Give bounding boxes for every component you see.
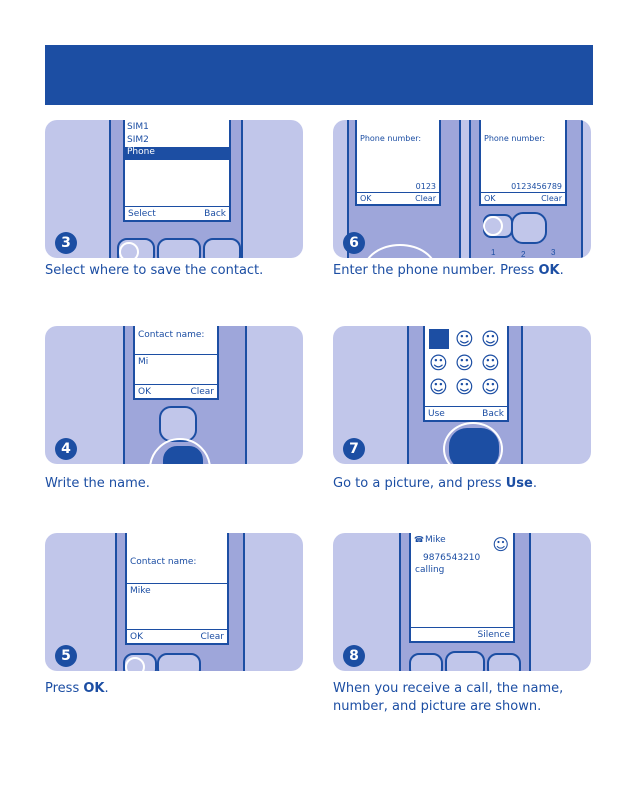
contact-name-label: Contact name: (130, 557, 197, 567)
face-icon[interactable]: ☺ (481, 377, 500, 398)
left-softkey[interactable]: OK (484, 194, 496, 203)
keypad-key-2[interactable]: 2 (521, 250, 526, 258)
step-number: 5 (55, 645, 77, 667)
highlight-circle (483, 216, 503, 236)
step-6-caption: Enter the phone number. Press OK. (333, 262, 564, 280)
picture-cell-selected[interactable] (429, 329, 449, 349)
softkey-bar: OK Clear (481, 192, 565, 204)
face-icon[interactable]: ☺ (455, 353, 474, 374)
phone-screen: Contact name: Mi OK Clear (133, 326, 219, 400)
softkey-bar: OK Clear (135, 384, 217, 398)
caption-text-end: . (559, 263, 564, 278)
softkey-bar: Use Back (425, 406, 507, 420)
phone-screen: SIM1 SIM2 Phone Select Back (123, 120, 231, 222)
softkey-bar: OK Clear (127, 629, 227, 643)
field-divider (127, 583, 227, 584)
right-select-key[interactable] (487, 653, 521, 671)
softkey-bar: Select Back (125, 206, 229, 220)
caller-number: 9876543210 (423, 553, 481, 563)
navi-key[interactable] (157, 653, 201, 671)
caption-text: Go to a picture, and press (333, 476, 506, 491)
face-icon[interactable]: ☺ (481, 353, 500, 374)
softkey-bar: OK Clear (357, 192, 439, 204)
field-divider (135, 354, 217, 355)
step-8-caption: When you receive a call, the name, numbe… (333, 681, 564, 714)
step-number: 3 (55, 232, 77, 254)
left-softkey[interactable]: OK (138, 387, 151, 397)
right-select-key[interactable] (203, 238, 241, 258)
step-4-panel: Contact name: Mi OK Clear 4 (45, 326, 303, 464)
caption-text-end: . (104, 681, 109, 696)
step-5-panel: Contact name: Mike OK Clear 5 (45, 533, 303, 671)
caller-name: Mike (425, 535, 446, 545)
softkey-bar: Silence (411, 627, 513, 641)
menu-item-phone-selected[interactable]: Phone (125, 147, 229, 160)
step-7-caption: Go to a picture, and press Use. (333, 475, 537, 493)
right-softkey[interactable]: Back (482, 409, 504, 419)
phone-icon: ☎ (414, 535, 424, 544)
left-softkey[interactable]: Use (428, 409, 445, 419)
menu-item-sim1[interactable]: SIM1 (127, 122, 149, 132)
contact-name-value[interactable]: Mi (138, 357, 149, 367)
navi-key[interactable] (445, 651, 485, 671)
step-8-panel: ☎ Mike ☺ 9876543210 calling Silence 8 (333, 533, 591, 671)
step-number: 8 (343, 645, 365, 667)
phone-number-value[interactable]: 0123456789 (511, 182, 562, 191)
step-number: 4 (55, 438, 77, 460)
step-number: 6 (343, 232, 365, 254)
caption-text-end: . (532, 476, 537, 491)
left-softkey[interactable]: OK (130, 632, 143, 642)
right-softkey[interactable]: Clear (200, 632, 224, 642)
right-softkey[interactable]: Clear (190, 387, 214, 397)
phone-number-label: Phone number: (484, 134, 546, 143)
left-softkey[interactable]: OK (360, 194, 372, 203)
step-6-panel: Phone number: 0123 OK Clear Phone number… (333, 120, 591, 258)
caption-bold: OK (83, 681, 105, 696)
contact-name-value[interactable]: Mike (130, 586, 151, 596)
picture-grid-screen: ☺ ☺ ☺ ☺ ☺ ☺ ☺ ☺ Use Back (423, 326, 509, 422)
contact-name-label: Contact name: (138, 330, 205, 340)
caption-bold: Use (505, 476, 533, 491)
phone-number-value[interactable]: 0123 (415, 182, 436, 191)
step-4-caption: Write the name. (45, 476, 150, 491)
step-5-caption: Press OK. (45, 680, 109, 698)
navi-key[interactable] (511, 212, 547, 244)
face-icon[interactable]: ☺ (429, 377, 448, 398)
face-icon[interactable]: ☺ (455, 377, 474, 398)
navi-key[interactable] (157, 238, 201, 258)
caption-text: Enter the phone number. Press (333, 263, 539, 278)
step-3-caption: Select where to save the contact. (45, 263, 264, 278)
call-status: calling (415, 565, 445, 575)
phone-screen-b: Phone number: 0123456789 OK Clear (479, 120, 567, 206)
left-select-key[interactable] (409, 653, 443, 671)
face-icon[interactable]: ☺ (429, 353, 448, 374)
right-softkey[interactable]: Back (204, 209, 226, 219)
phone-screen: Contact name: Mike OK Clear (125, 533, 229, 645)
highlight-circle (119, 242, 139, 258)
keypad-key-3[interactable]: 3 (551, 248, 556, 257)
caption-text: Press (45, 681, 84, 696)
left-softkey[interactable]: Select (128, 209, 156, 219)
step-number: 7 (343, 438, 365, 460)
phone-screen-a: Phone number: 0123 OK Clear (355, 120, 441, 206)
caller-picture-icon: ☺ (492, 535, 509, 554)
navi-key[interactable] (159, 406, 197, 442)
keypad-key-1[interactable]: 1 (491, 248, 496, 257)
step-3-panel: SIM1 SIM2 Phone Select Back 3 (45, 120, 303, 258)
incoming-call-screen: ☎ Mike ☺ 9876543210 calling Silence (409, 533, 515, 643)
right-softkey[interactable]: Silence (477, 630, 510, 640)
menu-item-sim2[interactable]: SIM2 (127, 135, 149, 145)
face-icon[interactable]: ☺ (481, 329, 500, 350)
caption-bold: OK (538, 263, 560, 278)
phone-number-label: Phone number: (360, 134, 422, 143)
highlight-circle (443, 422, 503, 464)
step-7-panel: ☺ ☺ ☺ ☺ ☺ ☺ ☺ ☺ Use Back 7 (333, 326, 591, 464)
face-icon[interactable]: ☺ (455, 329, 474, 350)
right-softkey[interactable]: Clear (415, 194, 436, 203)
highlight-circle (125, 657, 145, 671)
header-bar (45, 45, 593, 105)
right-softkey[interactable]: Clear (541, 194, 562, 203)
